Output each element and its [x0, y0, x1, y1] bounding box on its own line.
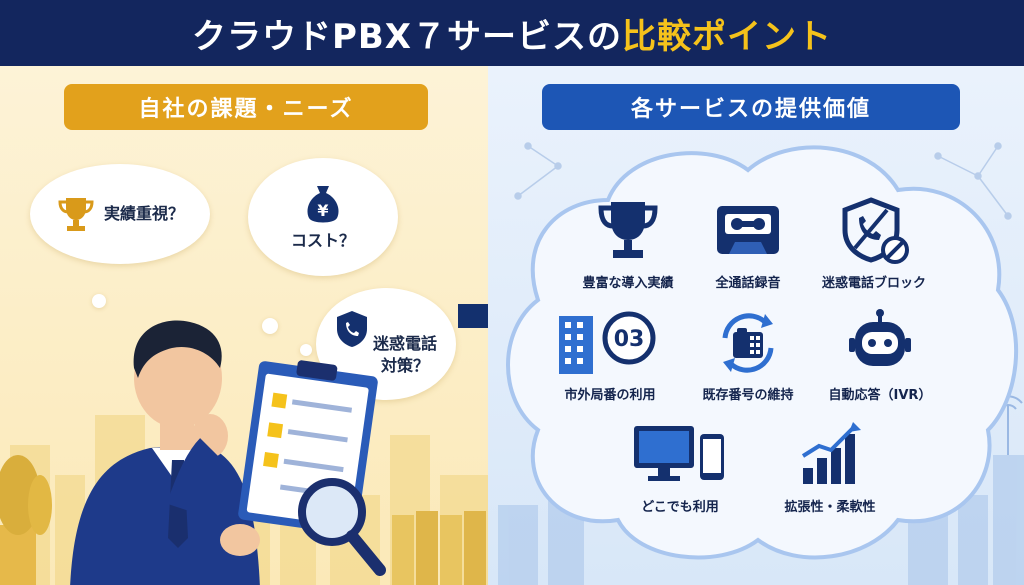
service-item-track-record: 豊富な導入実績	[548, 196, 708, 291]
value-section-label: 各サービスの提供価値	[542, 84, 960, 130]
magnifying-glass-icon	[298, 478, 386, 576]
service-label: 市外局番の利用	[564, 388, 656, 403]
trophy-icon	[598, 202, 658, 258]
page-title-accent: 比較ポイント	[622, 16, 833, 57]
needs-section-label: 自社の課題・ニーズ	[64, 84, 428, 130]
area-code-badge: 03	[614, 327, 645, 352]
thought-bubble-cost: ¥ コスト？	[248, 158, 398, 276]
service-label: 既存番号の維持	[702, 388, 794, 403]
thought-dot	[300, 344, 312, 356]
service-item-spam-block: 迷惑電話ブロック	[794, 196, 954, 291]
service-label: どこでも利用	[641, 500, 719, 515]
cassette-tape-icon	[717, 206, 779, 254]
service-item-number-keep: 既存番号の維持	[668, 308, 828, 403]
service-label: 拡張性・柔軟性	[784, 500, 876, 515]
bubble-text-achievement: 実績重視？	[103, 203, 184, 223]
service-item-ivr: 自動応答（IVR）	[800, 308, 960, 403]
service-item-scalability: 拡張性・柔軟性	[750, 420, 910, 515]
money-bag-yen-icon: ¥	[307, 185, 339, 223]
shield-phone-icon	[336, 311, 367, 347]
page-title: クラウドPBX７サービスの	[191, 16, 623, 57]
needs-panel: 自社の課題・ニーズ 実績重視？ ¥ コスト？ 迷惑電話 対策？	[0, 66, 488, 585]
network-decor	[514, 142, 1012, 220]
growth-chart-icon	[801, 422, 861, 484]
thought-dot	[262, 318, 278, 334]
plant-decor	[0, 455, 52, 585]
bubble-text-spam-line1: 迷惑電話	[372, 333, 437, 353]
bubble-text-cost: コスト？	[290, 230, 355, 250]
building-area-code-icon: 03	[559, 311, 656, 374]
trophy-icon	[58, 198, 94, 231]
bubble-text-spam-line2: 対策？	[380, 356, 429, 375]
service-label: 全通話録音	[715, 276, 781, 291]
service-item-area-code: 03 市外局番の利用	[530, 308, 690, 403]
thought-bubble-achievement: 実績重視？	[30, 164, 210, 264]
monitor-smartphone-icon	[634, 426, 724, 481]
thought-dot	[92, 294, 106, 308]
robot-icon	[849, 309, 911, 366]
phone-cycle-icon	[722, 313, 774, 373]
businessman-illustration	[70, 320, 386, 585]
service-item-call-recording: 全通話録音	[668, 196, 828, 291]
shield-phone-block-icon	[842, 197, 909, 264]
service-item-anywhere: どこでも利用	[600, 420, 760, 515]
service-label: 迷惑電話ブロック	[821, 276, 926, 291]
binders-decor	[392, 511, 486, 585]
page-header: クラウドPBX７サービスの比較ポイント	[0, 0, 1024, 66]
service-label: 自動応答（IVR）	[828, 388, 932, 403]
service-label: 豊富な導入実績	[582, 276, 674, 291]
thought-bubble-spam: 迷惑電話 対策？	[316, 288, 456, 400]
svg-text:¥: ¥	[317, 201, 328, 220]
